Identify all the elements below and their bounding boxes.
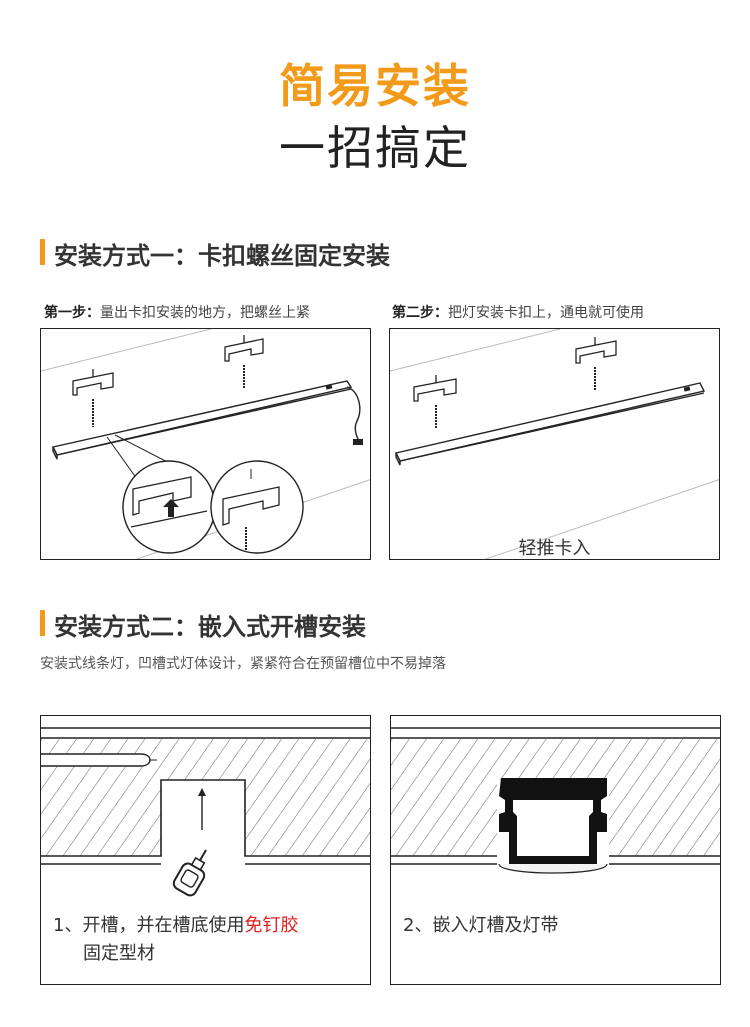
glue-bottle-icon	[172, 849, 207, 897]
mounting-clip	[413, 375, 457, 402]
step1-text: 量出卡扣安装的地方，把螺丝上紧	[100, 305, 310, 321]
mounting-clip	[72, 369, 114, 396]
step1-prefix: 第一步：	[44, 305, 100, 321]
embed-drawing	[391, 727, 720, 874]
embed-caption: 2、嵌入灯槽及灯带	[403, 915, 559, 936]
light-bar	[51, 380, 353, 460]
zoom-detail-clip	[122, 460, 216, 554]
section-marker	[40, 610, 45, 636]
step2-label: 第二步：把灯安装卡扣上，通电就可使用	[392, 302, 644, 322]
groove-drawing	[41, 727, 370, 897]
step2-drawing	[390, 329, 719, 559]
step2-illustration: 轻推卡入	[389, 328, 720, 560]
section-title-method1: 安装方式一：卡扣螺丝固定安装	[54, 242, 390, 270]
step2-prefix: 第二步：	[392, 305, 448, 321]
step1-groove-caption: 1、开槽，并在槽底使用免钉胶固定型材	[53, 912, 298, 968]
step2-caption: 轻推卡入	[518, 538, 591, 559]
groove-illustration: 1、开槽，并在槽底使用免钉胶固定型材	[40, 715, 371, 985]
step2-text: 把灯安装卡扣上，通电就可使用	[448, 305, 644, 321]
embed-illustration: 2、嵌入灯槽及灯带	[390, 715, 721, 985]
page-subtitle: 一招搞定	[279, 121, 471, 175]
step1-label: 第一步：量出卡扣安装的地方，把螺丝上紧	[44, 302, 310, 322]
mounting-clip	[224, 335, 264, 362]
power-plug	[353, 439, 363, 445]
zoom-detail-screw	[210, 460, 304, 554]
mounting-clip	[575, 337, 617, 364]
light-bar	[394, 382, 706, 466]
glue-highlight: 免钉胶	[244, 915, 299, 936]
groove-caption-text: 1、开槽，并在槽底使用	[53, 915, 245, 936]
groove-caption-line2: 固定型材	[83, 943, 155, 964]
step1-drawing	[41, 329, 370, 559]
section-marker	[40, 239, 45, 265]
power-cable	[346, 386, 361, 442]
wall-section	[41, 738, 370, 856]
aluminum-profile	[41, 753, 151, 767]
step1-illustration	[40, 328, 371, 560]
method2-description: 安装式线条灯，凹槽式灯体设计，紧紧符合在预留槽位中不易掉落	[40, 656, 446, 672]
embedded-profile	[497, 778, 609, 874]
section-title-method2: 安装方式二：嵌入式开槽安装	[54, 613, 366, 641]
led-strip	[498, 863, 608, 874]
page-title: 简易安装	[279, 59, 471, 113]
